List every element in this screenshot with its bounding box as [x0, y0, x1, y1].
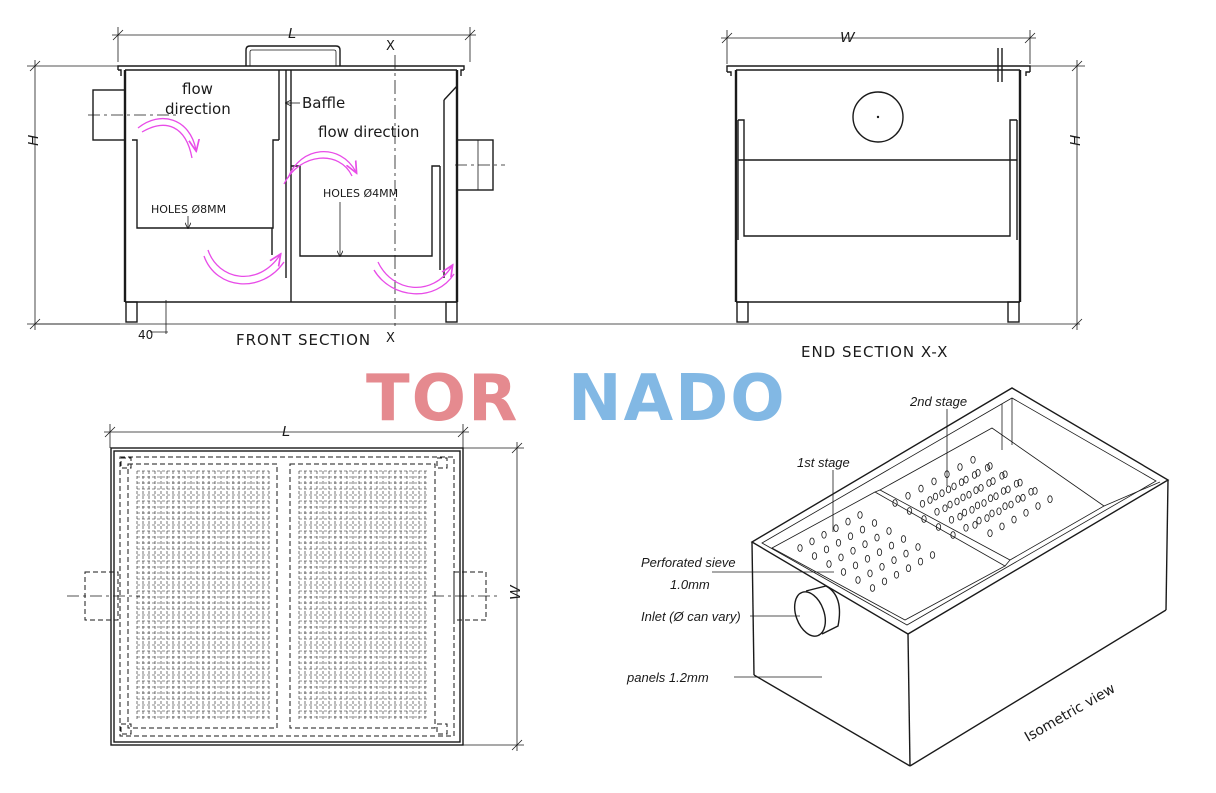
baffle-wall: [271, 70, 292, 302]
front-length-label: L: [288, 25, 296, 42]
brand-part-2: NADO: [568, 362, 787, 436]
front-section-view: L H: [25, 25, 1080, 349]
lifting-handle: [245, 45, 341, 66]
first-stage-sieve: [132, 70, 280, 229]
iso-perforation-holes: [797, 455, 1053, 592]
end-height-label: H: [1067, 135, 1084, 146]
leg-right: [445, 301, 458, 323]
holes-4mm-callout: HOLES Ø4MM: [323, 187, 398, 256]
front-section-title: FRONT SECTION: [236, 331, 371, 349]
leg-height-dimension: 40: [138, 300, 168, 342]
plan-length-dimension: L: [104, 423, 469, 448]
plan-view: L W: [67, 423, 524, 751]
flow-direction-label-1: flow direction: [165, 80, 231, 118]
brand-part-1: TOR: [366, 362, 519, 436]
section-mark-bottom: X: [386, 331, 395, 346]
baffle-label: Baffle: [302, 94, 345, 112]
holes-4mm-label: HOLES Ø4MM: [323, 187, 398, 200]
front-outlet-pipe: [455, 139, 505, 191]
flow-direction-label-2: flow direction: [318, 123, 419, 141]
holes-8mm-label: HOLES Ø8MM: [151, 203, 226, 216]
second-stage-sieve: [291, 85, 458, 278]
end-width-label: W: [840, 29, 856, 46]
plan-outer-rim: [110, 447, 464, 746]
iso-stage-2-label: 2nd stage: [909, 394, 967, 409]
end-height-dimension: H: [1030, 60, 1085, 330]
plan-inlet-pipe: [67, 571, 140, 621]
leg-dimension-label: 40: [138, 328, 153, 342]
end-tank-body: [726, 48, 1031, 323]
leg-left: [125, 301, 138, 323]
plan-outlet-pipe: [432, 571, 500, 621]
end-pipe-opening: [852, 91, 904, 143]
iso-sieve-label: Perforated sieve 1.0mm: [641, 555, 739, 592]
section-mark-top: X: [386, 39, 395, 54]
iso-top-rim: [750, 387, 1170, 635]
front-length-dimension: L: [112, 25, 476, 62]
flow-arrows: [137, 118, 455, 295]
iso-panels-label: panels 1.2mm: [626, 670, 709, 685]
iso-callouts: [712, 409, 948, 678]
plan-stage-1-basket: [127, 463, 278, 729]
front-height-label: H: [25, 135, 42, 146]
front-inlet-pipe: [88, 89, 180, 141]
iso-stage-1-label: 1st stage: [797, 455, 850, 470]
iso-stage-2-basket: [879, 427, 1105, 561]
front-height-dimension: H: [25, 60, 120, 330]
tornado-brand-logo: TOR NADO: [366, 362, 787, 436]
end-section-view: W H: [721, 29, 1085, 361]
iso-view-title: Isometric view: [1022, 681, 1118, 746]
holes-8mm-callout: HOLES Ø8MM: [151, 203, 226, 228]
end-section-title: END SECTION X-X: [801, 343, 948, 361]
section-cut-line: X X: [386, 39, 396, 346]
plan-width-dimension: W: [463, 442, 524, 751]
isometric-view: 2nd stage 1st stage Perforated sieve 1.0…: [626, 387, 1170, 767]
iso-inlet-label: Inlet (Ø can vary): [641, 609, 741, 624]
baffle-callout: Baffle: [286, 94, 345, 112]
plan-length-label: L: [282, 423, 290, 440]
iso-inlet-pipe: [793, 585, 841, 637]
plan-width-label: W: [507, 584, 524, 600]
plan-perforation-grid: [136, 470, 427, 721]
end-width-dimension: W: [721, 29, 1036, 64]
